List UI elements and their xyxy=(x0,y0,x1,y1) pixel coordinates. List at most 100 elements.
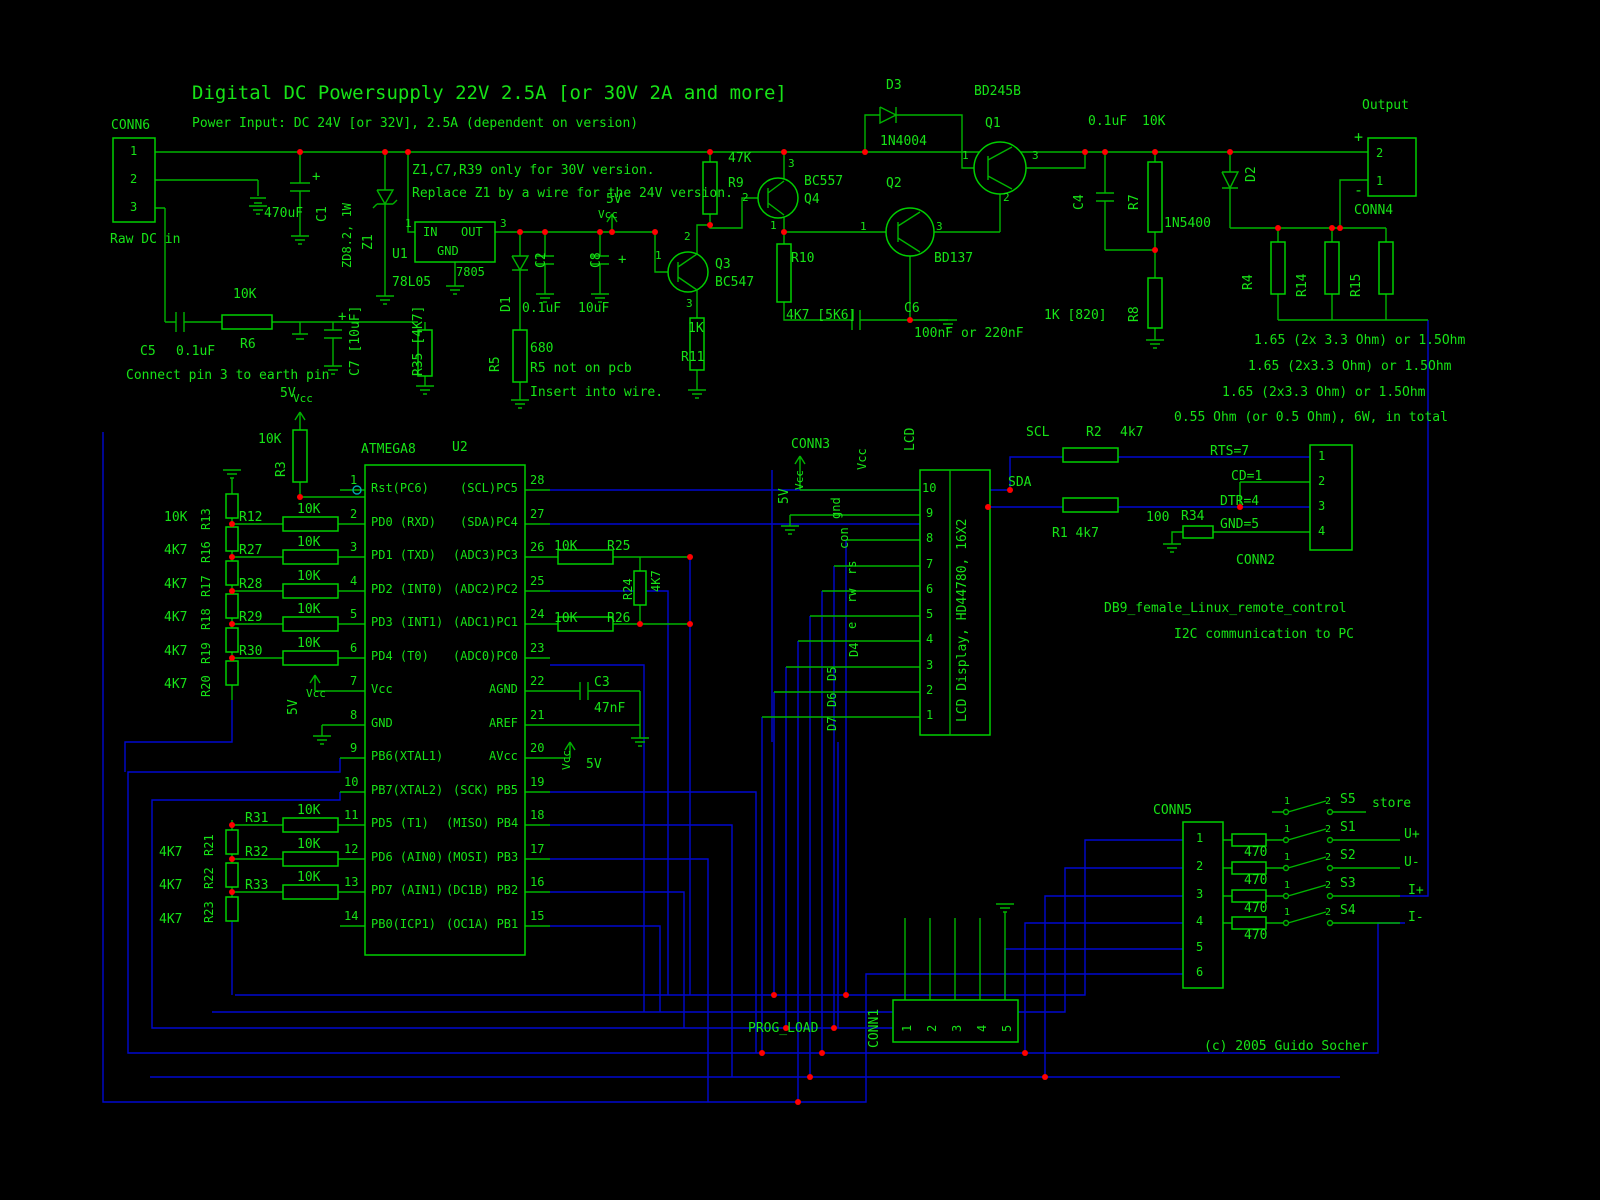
u2-pin1-marker xyxy=(352,485,362,495)
resistor-470-2 xyxy=(1231,861,1267,875)
conn5-pin: 2 xyxy=(1196,859,1204,873)
u2-pinlabel: (MOSI) PB3 xyxy=(446,850,519,864)
lcd-wire-rw: rw xyxy=(845,588,859,603)
r25-ref: R25 xyxy=(607,539,631,554)
u2-pinnum: 8 xyxy=(350,708,358,722)
resistor-r29 xyxy=(282,616,339,632)
u2-pinlabel: AVcc xyxy=(489,749,518,763)
output-label: Output xyxy=(1362,98,1409,113)
c8-plus: + xyxy=(618,252,627,268)
u2-atmega8-body xyxy=(364,464,526,956)
blue-wires xyxy=(102,320,1429,1103)
db9-note: DB9_female_Linux_remote_control xyxy=(1104,601,1347,616)
lcd-wire-rs: rs xyxy=(845,560,859,575)
u2-ref: U2 xyxy=(452,440,468,455)
q3-ref: Q3 xyxy=(715,257,731,272)
conn5-pin: 1 xyxy=(1196,831,1204,845)
u2-pinnum: 10 xyxy=(344,775,359,789)
r13-ref: R13 xyxy=(199,508,213,530)
conn2-pin: 1 xyxy=(1318,449,1326,463)
conn2-label: CONN2 xyxy=(1236,553,1276,568)
r33-ref: R33 xyxy=(245,878,269,893)
resistor-r1 xyxy=(1062,497,1119,513)
avcc-5v: 5V xyxy=(586,757,602,772)
u2-pinnum: 24 xyxy=(530,607,545,621)
q3-pin3: 3 xyxy=(686,297,693,310)
u2-pinnum: 2 xyxy=(350,507,358,521)
r3-value: 10K xyxy=(258,432,282,447)
prog-load-label: PROG_LOAD xyxy=(748,1021,819,1036)
u2-pinnum: 22 xyxy=(530,674,545,688)
r11-value: 1K xyxy=(688,321,704,336)
junction-dots xyxy=(229,149,1343,1105)
s5-label: S5 xyxy=(1340,792,1356,807)
u2-pinnum: 4 xyxy=(350,574,358,588)
q3-value: BC547 xyxy=(715,275,755,290)
resistor-r14 xyxy=(1324,241,1340,295)
copyright: (c) 2005 Guido Socher xyxy=(1204,1039,1369,1054)
resistor-r9 xyxy=(702,161,718,215)
c8-value: 10uF xyxy=(578,301,610,316)
u2-pinlabel: (SCL)PC5 xyxy=(460,481,518,495)
resistor-r19 xyxy=(225,627,239,653)
u2-pinlabel: GND xyxy=(371,716,393,730)
c2-ref: C2 xyxy=(534,252,549,268)
conn3-vcc: Vcc xyxy=(793,470,806,490)
resistor-470-3 xyxy=(1231,889,1267,903)
resistor-r15 xyxy=(1378,241,1394,295)
u2-pinnum: 5 xyxy=(350,607,358,621)
s2-t2: 2 xyxy=(1325,852,1332,863)
u2-pinnum: 17 xyxy=(530,842,545,856)
q1-pin1: 1 xyxy=(962,149,969,162)
c5-ref: C5 xyxy=(140,344,156,359)
u1-pin1: 1 xyxy=(405,217,412,230)
conn1-pin: 1 xyxy=(900,1024,914,1032)
sda-label: SDA xyxy=(1008,475,1032,490)
conn6-pin-1: 1 xyxy=(130,144,138,158)
raw-dc-in: Raw DC in xyxy=(110,232,181,247)
s3-t1: 1 xyxy=(1284,880,1291,891)
resistor-r11 xyxy=(689,317,705,371)
lcd-wire-con: con xyxy=(837,527,851,549)
lcd-pin: 8 xyxy=(926,531,934,545)
conn6-pin-3: 3 xyxy=(130,200,138,214)
uplus-label: U+ xyxy=(1404,827,1420,842)
bank-10k: 10K xyxy=(297,837,321,852)
resistor-r24 xyxy=(633,570,647,606)
u2-pinlabel: PD6 (AIN0) xyxy=(371,850,444,864)
resistor-r12 xyxy=(282,516,339,532)
avcc-vcc: Vcc xyxy=(560,750,573,770)
store-label: store xyxy=(1372,796,1412,811)
subtitle: Power Input: DC 24V [or 32V], 2.5A (depe… xyxy=(192,116,639,131)
u2-pinlabel: (ADC2)PC2 xyxy=(453,582,519,596)
c1-ref: C1 xyxy=(315,206,330,222)
u1-regulator-body xyxy=(414,221,496,263)
r5-ref: R5 xyxy=(488,356,503,372)
conn5-pin: 3 xyxy=(1196,887,1204,901)
note-earth: Connect pin 3 to earth pin xyxy=(126,368,330,383)
bank-value: 4K7 xyxy=(164,610,188,625)
r11-ref: R11 xyxy=(681,350,705,365)
conn1-body xyxy=(892,999,1019,1043)
uminus-label: U- xyxy=(1404,855,1420,870)
conn4-minus: - xyxy=(1354,181,1364,199)
r24-value: 4K7 xyxy=(649,570,663,592)
r18-ref: R18 xyxy=(199,608,213,630)
i2c-note: I2C communication to PC xyxy=(1174,627,1355,642)
u2-pinnum: 12 xyxy=(344,842,359,856)
r1-ref: R1 4k7 xyxy=(1052,526,1099,541)
u2-pinnum: 3 xyxy=(350,540,358,554)
q2-pin3: 3 xyxy=(936,220,943,233)
r10-value: 4K7 [5K6] xyxy=(786,308,857,323)
r3-vcc: Vcc xyxy=(293,392,313,405)
r34-value: 100 xyxy=(1146,510,1170,525)
bank-10k: 10K xyxy=(297,535,321,550)
note-24v: Replace Z1 by a wire for the 24V version… xyxy=(412,186,733,201)
resistor-r6 xyxy=(221,314,273,330)
conn4-plus: + xyxy=(1354,128,1364,146)
lcd-connector-body xyxy=(919,469,991,736)
bank-10k: 10K xyxy=(297,602,321,617)
resistor-r34 xyxy=(1182,525,1214,539)
bank-value: 4K7 xyxy=(159,845,183,860)
u2-pinlabel: AREF xyxy=(489,716,518,730)
